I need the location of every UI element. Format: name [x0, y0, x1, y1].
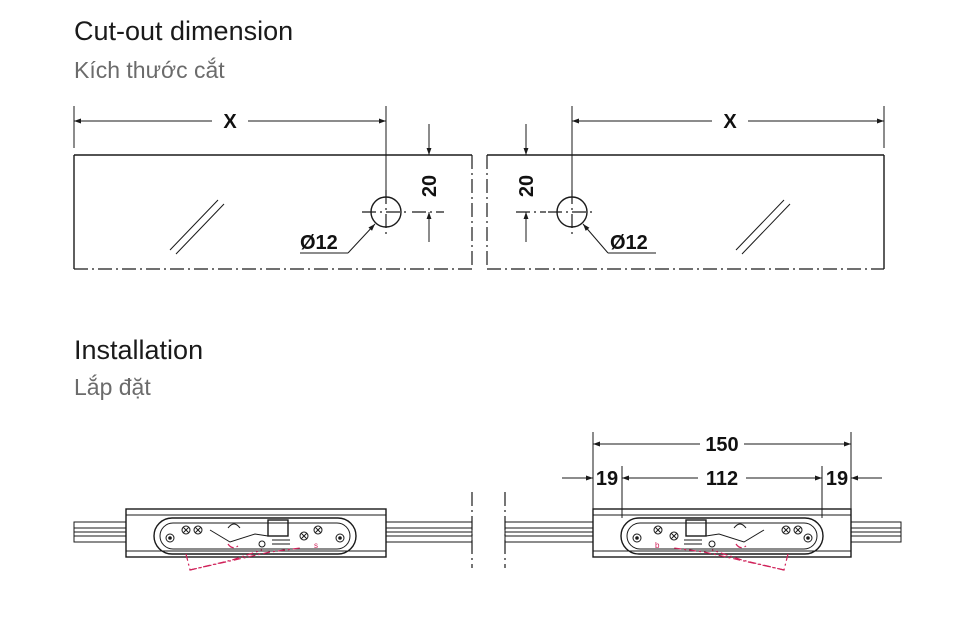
right-end-offset-label: 19	[826, 468, 848, 490]
right-hole-diameter-label: Ø12	[610, 232, 648, 254]
cutout-right-panel: X 20 Ø12	[486, 106, 885, 270]
right-hole-offset-label: 20	[516, 175, 538, 197]
cutout-title: Cut-out dimension	[74, 16, 294, 46]
cutout-left-panel: X 20 Ø12	[73, 106, 473, 270]
overall-length-label: 150	[705, 434, 738, 456]
cutout-subtitle: Kích thước cắt	[74, 57, 225, 83]
left-hole-diameter-label: Ø12	[300, 232, 338, 254]
installation-right-fitting: b 150 19 112 19	[504, 432, 902, 571]
installation-left-fitting: s	[73, 492, 473, 571]
left-width-label: X	[223, 111, 237, 133]
left-end-offset-label: 19	[596, 468, 618, 490]
right-marker-glyph: b	[655, 541, 660, 550]
right-width-label: X	[723, 111, 737, 133]
left-hole-offset-label: 20	[419, 175, 441, 197]
hole-spacing-label: 112	[706, 468, 738, 490]
installation-title: Installation	[74, 335, 204, 365]
installation-subtitle: Lắp đặt	[74, 374, 151, 400]
left-marker-glyph: s	[314, 541, 318, 550]
